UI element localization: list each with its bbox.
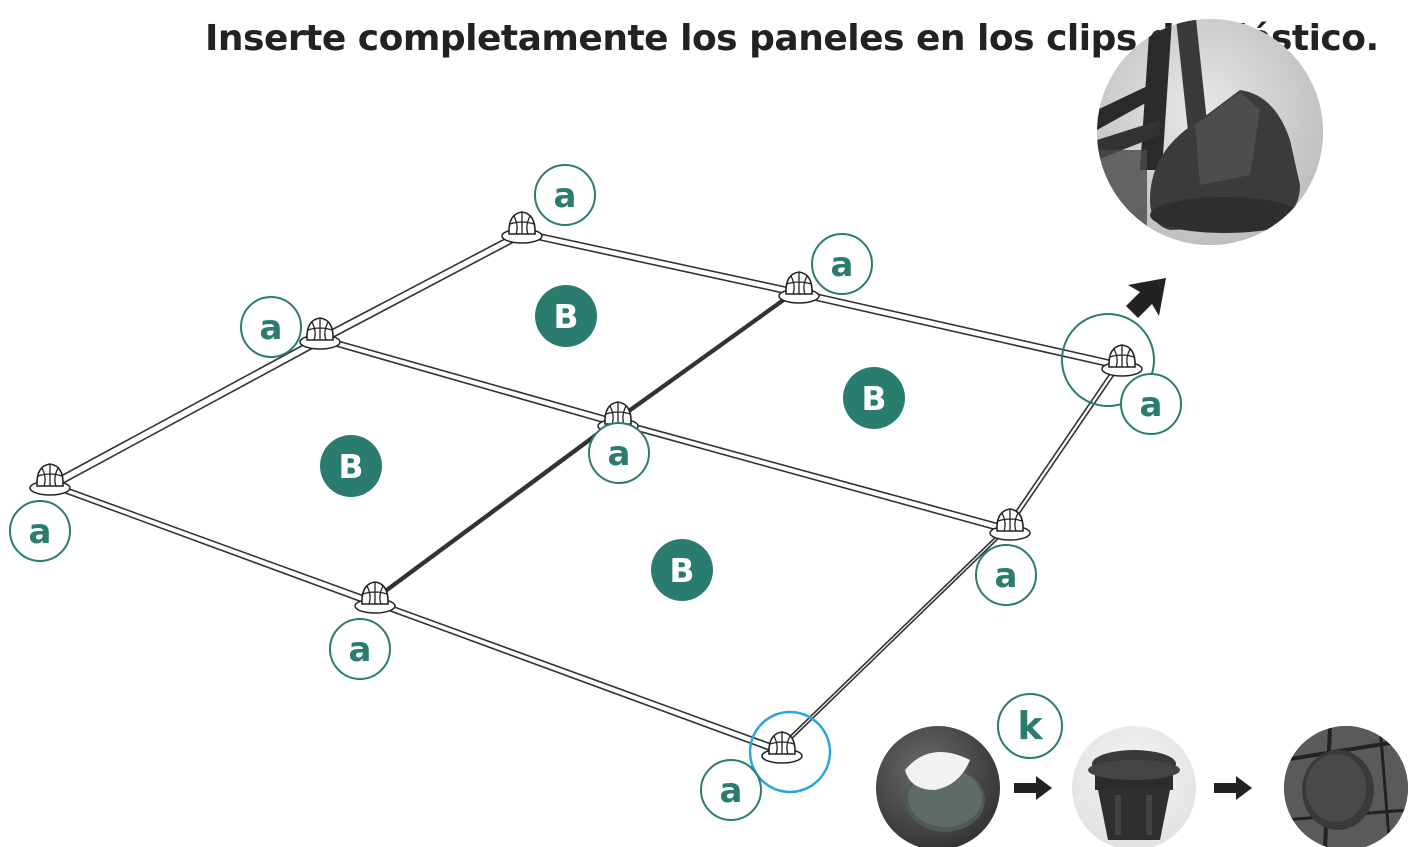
pad-label-k: k <box>997 693 1063 759</box>
svg-text:a: a <box>260 308 283 348</box>
adhesive-pad-photo <box>876 726 1000 847</box>
svg-text:a: a <box>995 556 1018 596</box>
panel-label-b-1: B <box>535 285 597 347</box>
clip-label-a-7: a <box>975 544 1037 606</box>
clip-icon <box>1101 344 1143 377</box>
arrow-icon <box>1126 278 1166 318</box>
clips <box>29 211 1143 764</box>
svg-text:a: a <box>554 176 577 216</box>
svg-text:a: a <box>29 512 52 552</box>
clip-label-a-1: a <box>534 164 596 226</box>
panel-label-b-4: B <box>651 539 713 601</box>
svg-text:a: a <box>608 434 631 474</box>
svg-text:a: a <box>720 771 743 811</box>
arrow-icon <box>1014 776 1052 800</box>
clip-label-a-5: a <box>588 422 650 484</box>
clip-icon <box>778 271 820 304</box>
clip-icon <box>761 731 803 764</box>
clip-icon <box>501 211 543 244</box>
svg-text:a: a <box>831 245 854 285</box>
svg-text:k: k <box>1017 704 1043 748</box>
svg-text:a: a <box>349 630 372 670</box>
clip-label-a-4: a <box>1120 373 1182 435</box>
zoom-photo <box>1097 19 1323 245</box>
svg-text:a: a <box>1140 385 1163 425</box>
clip-label-a-8: a <box>329 618 391 680</box>
svg-text:B: B <box>338 447 363 486</box>
arrow-icon <box>1214 776 1252 800</box>
panel-label-b-2: B <box>843 367 905 429</box>
clip-label-a-9: a <box>700 759 762 821</box>
clip-icon <box>989 508 1031 541</box>
zoom-highlight-circle <box>1061 313 1155 407</box>
clip-icon <box>29 463 71 496</box>
clip-bottom-photo <box>1072 726 1196 847</box>
svg-text:B: B <box>861 379 886 418</box>
clip-label-a-6: a <box>9 500 71 562</box>
clip-icon <box>354 581 396 614</box>
panel-label-b-3: B <box>320 435 382 497</box>
svg-text:B: B <box>553 297 578 336</box>
clip-label-a-2: a <box>811 233 873 295</box>
clip-label-a-3: a <box>240 296 302 358</box>
installed-pad-photo <box>1284 726 1408 847</box>
panel-frame <box>49 229 1123 755</box>
pad-highlight-circle <box>748 710 832 794</box>
svg-text:B: B <box>669 551 694 590</box>
clip-icon <box>299 317 341 350</box>
